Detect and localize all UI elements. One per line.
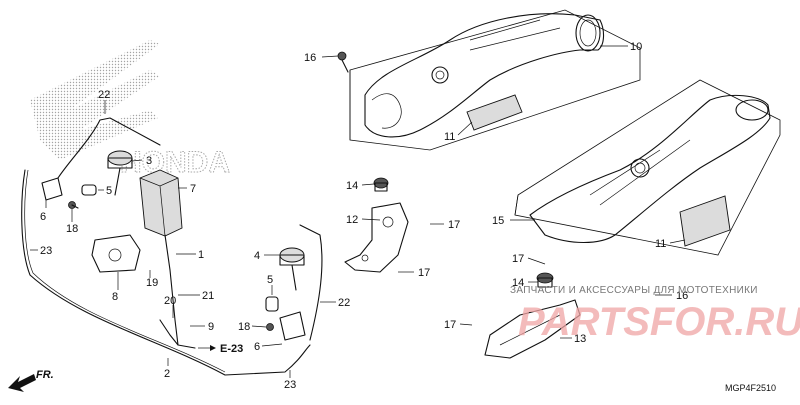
- callout-23-bottom: 23: [284, 379, 296, 391]
- cap-5-mid: [265, 296, 279, 312]
- callout-9: 9: [208, 321, 214, 333]
- grommet-14-lower: [536, 272, 554, 288]
- callout-6-mid: 6: [254, 341, 260, 353]
- hoses: [21, 117, 323, 376]
- callout-7: 7: [190, 183, 196, 195]
- callout-15: 15: [492, 215, 504, 227]
- bolt-18-mid: [266, 323, 274, 331]
- callout-5-mid: 5: [267, 274, 273, 286]
- ref-e23-label: E-23: [220, 343, 243, 355]
- bracket: [344, 202, 409, 273]
- wing-logo-watermark: HONDA: [30, 40, 231, 180]
- cap-5-left: [81, 184, 97, 196]
- diagram-code: MGP4F2510: [725, 383, 776, 393]
- callout-18-mid: 18: [238, 321, 250, 333]
- valve-3: [107, 150, 133, 196]
- air-duct-lower-box: [514, 79, 781, 256]
- air-duct-upper: [364, 13, 605, 138]
- callout-13: 13: [574, 333, 586, 345]
- callout-11-lower: 11: [655, 238, 666, 250]
- wing-logo-text: HONDA: [120, 146, 230, 179]
- air-duct-seal-upper: [466, 94, 523, 131]
- bolt-18-left: [68, 201, 79, 209]
- callout-17-b: 17: [418, 267, 430, 279]
- callout-6-left: 6: [40, 211, 46, 223]
- ref-e23: E-23: [198, 343, 243, 355]
- callout-21: 21: [202, 290, 214, 302]
- callout-17-c: 17: [512, 253, 524, 265]
- lower-bracket: [484, 299, 581, 359]
- callout-22-right: 22: [338, 297, 350, 309]
- front-label: FR.: [36, 369, 54, 381]
- callout-11-upper: 11: [444, 131, 455, 143]
- callout-10: 10: [630, 41, 642, 53]
- callout-16-upper: 16: [304, 52, 316, 64]
- air-duct-lower: [529, 94, 771, 243]
- callout-14-lower: 14: [512, 277, 524, 289]
- callout-4: 4: [254, 250, 260, 262]
- callout-17-d: 17: [444, 319, 456, 331]
- callout-22-left: 22: [98, 89, 110, 101]
- front-arrow: FR.: [8, 369, 54, 392]
- watermark-line1: ЗАПЧАСТИ И АКСЕССУАРЫ ДЛЯ МОТОТЕХНИКИ: [510, 285, 758, 296]
- callout-23-left: 23: [40, 245, 52, 257]
- canister-7: [139, 169, 183, 237]
- callout-8: 8: [112, 291, 118, 303]
- callout-1: 1: [198, 249, 204, 261]
- callout-16-lower: 16: [676, 290, 688, 302]
- callout-17-a: 17: [448, 219, 460, 231]
- callout-5-left: 5: [106, 185, 112, 197]
- air-duct-seal-lower: [679, 195, 731, 247]
- solenoid-bracket-8: [91, 234, 141, 273]
- callout-19: 19: [146, 277, 158, 289]
- bolt-16-upper: [337, 51, 349, 73]
- callout-12: 12: [346, 214, 358, 226]
- joint-6-mid: [279, 311, 306, 341]
- valve-4: [279, 247, 305, 291]
- callout-14-upper: 14: [346, 180, 358, 192]
- leader-lines: [30, 45, 686, 378]
- grommet-14-upper: [373, 177, 389, 192]
- joint-6-left: [41, 177, 63, 201]
- watermark-logo: PARTSFOR.RU: [518, 300, 800, 344]
- air-duct-upper-box: [349, 9, 641, 151]
- callout-3: 3: [146, 155, 152, 167]
- shop-watermark: ЗАПЧАСТИ И АКСЕССУАРЫ ДЛЯ МОТОТЕХНИКИ PA…: [510, 285, 800, 344]
- callout-numbers: 16 10 11 14 12 17 17 15 11 16 17 14 17 1…: [40, 41, 688, 391]
- callout-2: 2: [164, 368, 170, 380]
- callout-18-left: 18: [66, 223, 78, 235]
- callout-20: 20: [164, 295, 176, 307]
